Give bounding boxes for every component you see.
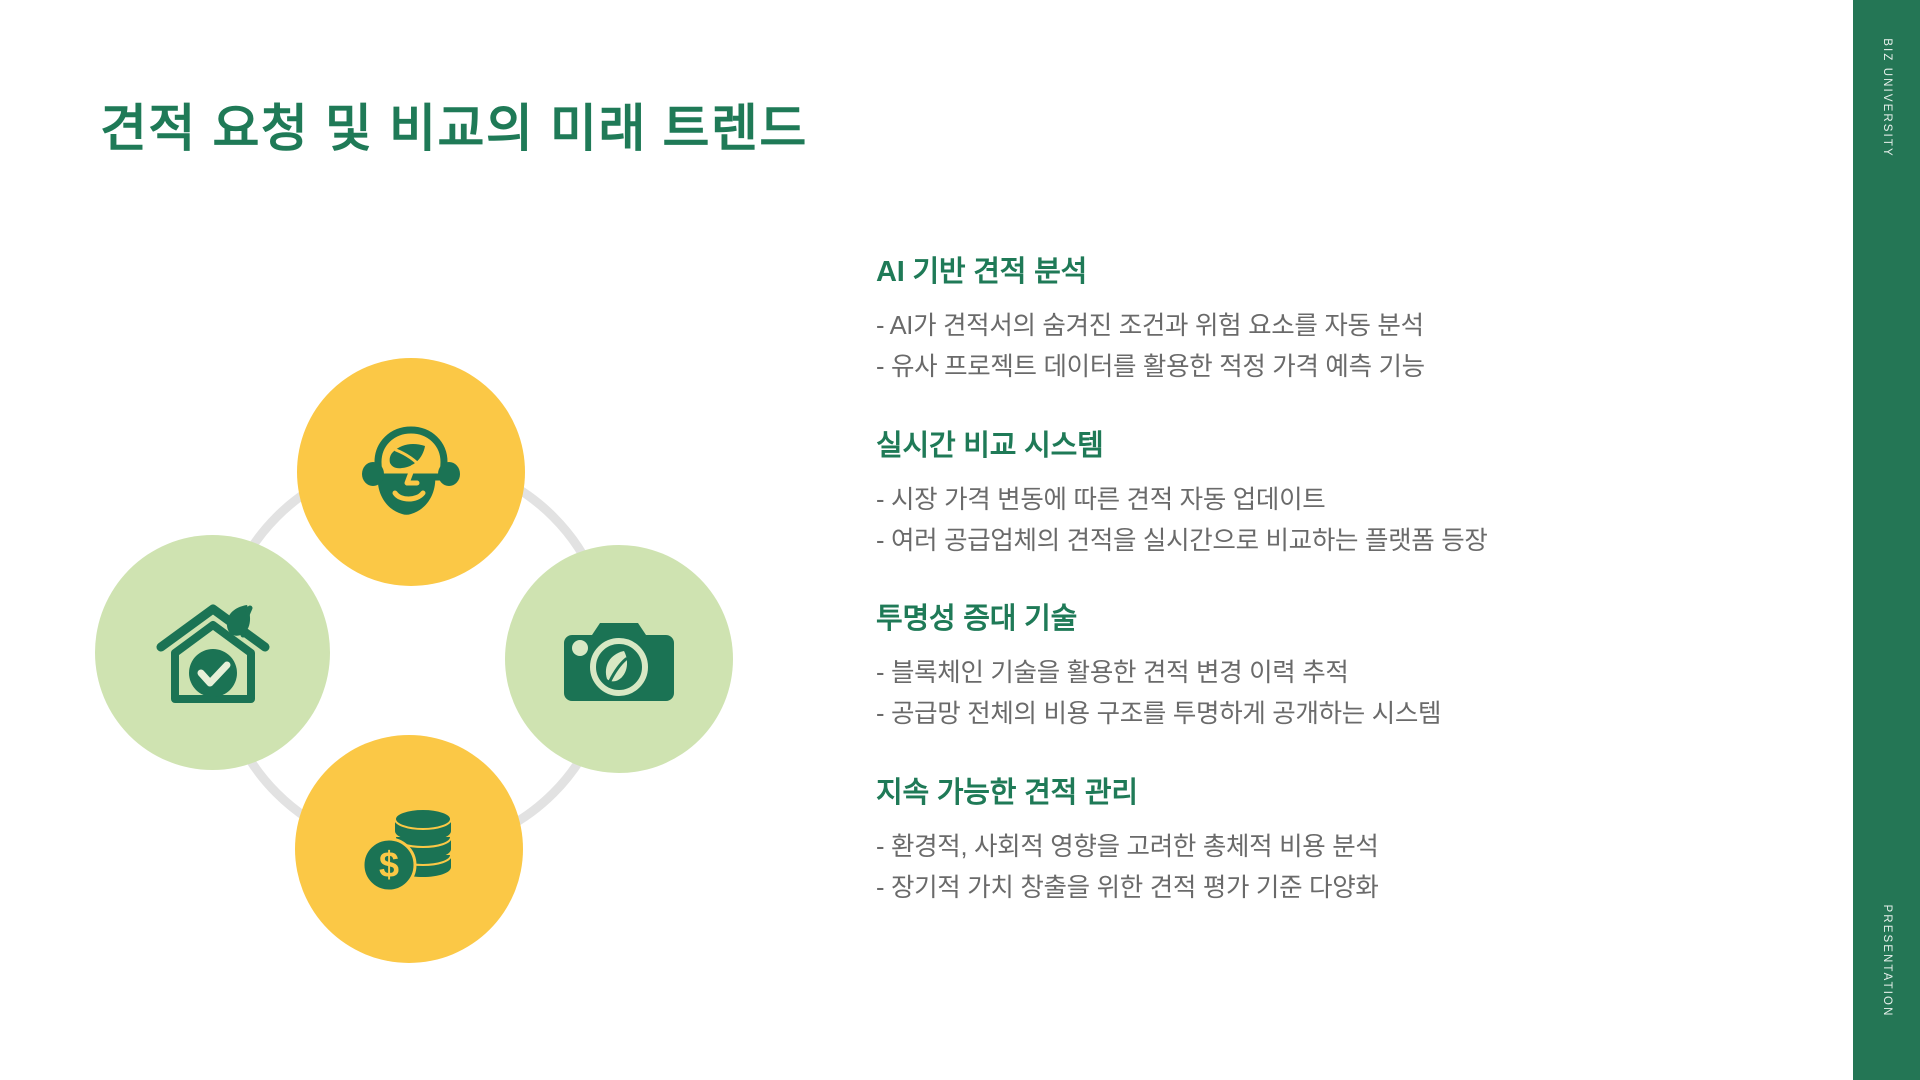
content-column: AI 기반 견적 분석 - AI가 견적서의 숨겨진 조건과 위험 요소를 자동…	[876, 248, 1636, 909]
block-bullet: - 공급망 전체의 비용 구조를 투명하게 공개하는 시스템	[876, 700, 1442, 729]
content-block: 지속 가능한 견적 관리 - 환경적, 사회적 영향을 고려한 총체적 비용 분…	[876, 769, 1636, 910]
block-bullet: - AI가 견적서의 숨겨진 조건과 위험 요소를 자동 분석	[876, 312, 1424, 340]
page-title: 견적 요청 및 비교의 미래 트렌드	[100, 100, 808, 157]
block-heading: 투명성 증대 기술	[876, 603, 1078, 636]
diagram-node-top[interactable]	[297, 358, 525, 586]
eco-head-leaf-icon	[362, 426, 460, 515]
sidebar-brand-label: BIZ UNIVERSITY	[1880, 38, 1893, 158]
block-heading: AI 기반 견적 분석	[876, 256, 1088, 288]
svg-text:$: $	[379, 844, 399, 885]
block-bullet: - 시장 가격 변동에 따른 견적 자동 업데이트	[876, 485, 1326, 514]
content-block: 실시간 비교 시스템 - 시장 가격 변동에 따른 견적 자동 업데이트 - 여…	[876, 422, 1636, 563]
block-bullet: - 블록체인 기술을 활용한 견적 변경 이력 추적	[876, 659, 1349, 688]
block-bullet: - 유사 프로젝트 데이터를 활용한 적정 가격 예측 기능	[876, 353, 1425, 382]
block-bullet: - 장기적 가치 창출을 위한 견적 평가 기준 다양화	[876, 874, 1379, 903]
diagram-node-bottom[interactable]: $	[295, 735, 523, 963]
content-block: AI 기반 견적 분석 - AI가 견적서의 숨겨진 조건과 위험 요소를 자동…	[876, 248, 1636, 389]
coins-dollar-icon: $	[361, 808, 452, 893]
eco-camera-leaf-icon	[564, 623, 674, 701]
block-bullet: - 환경적, 사회적 영향을 고려한 총체적 비용 분석	[876, 832, 1379, 861]
sidebar-section-label: PRESENTATION	[1880, 904, 1893, 1018]
block-heading: 지속 가능한 견적 관리	[876, 776, 1138, 809]
block-heading: 실시간 비교 시스템	[876, 429, 1104, 462]
diagram-node-right[interactable]	[505, 545, 733, 773]
diagram-node-left[interactable]	[95, 535, 330, 770]
block-bullet: - 여러 공급업체의 견적을 실시간으로 비교하는 플랫폼 등장	[876, 526, 1488, 555]
concept-diagram: $	[95, 350, 735, 970]
right-sidebar: BIZ UNIVERSITY PRESENTATION	[1853, 0, 1920, 1080]
eco-house-check-icon	[156, 604, 269, 703]
content-block: 투명성 증대 기술 - 블록체인 기술을 활용한 견적 변경 이력 추적 - 공…	[876, 595, 1636, 736]
